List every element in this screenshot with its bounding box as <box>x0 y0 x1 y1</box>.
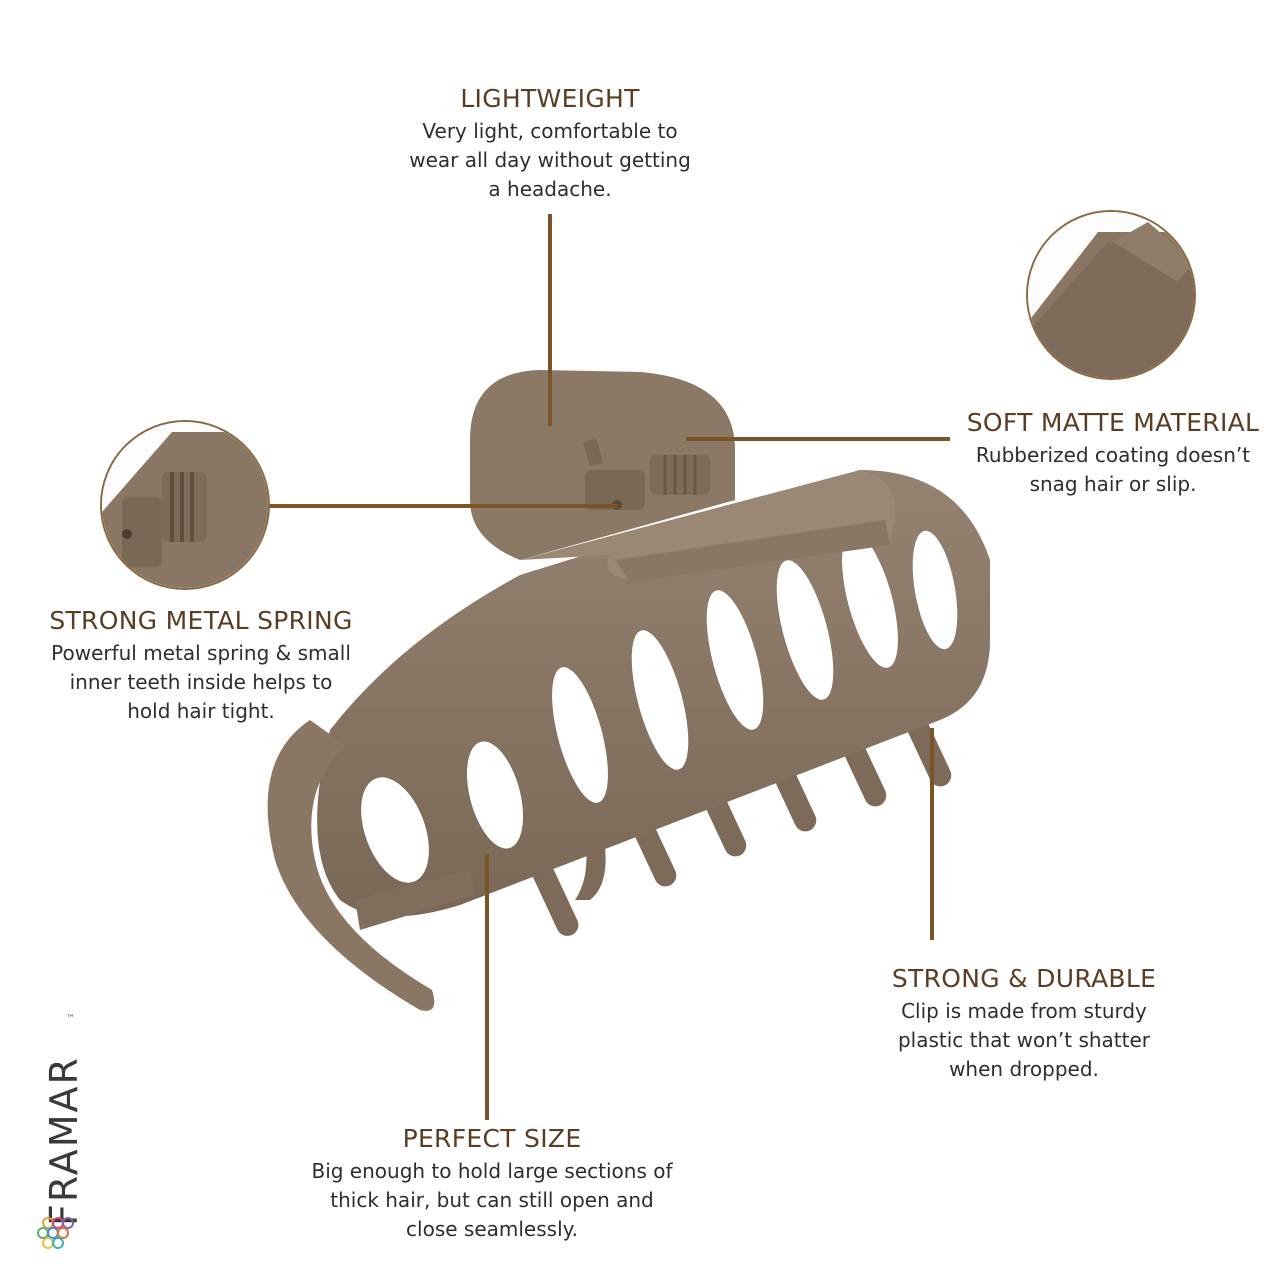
callout-body-line: plastic that won’t shatter <box>897 1028 1151 1052</box>
callout-body-line: hold hair tight. <box>127 699 275 723</box>
brand-wordmark: FRAMAR <box>42 1056 86 1226</box>
brand-dots-icon <box>37 1217 74 1249</box>
lead-line-metal-spring <box>268 504 618 508</box>
zoom-metal-spring <box>100 420 270 590</box>
callout-body-line: snag hair or slip. <box>1029 472 1197 496</box>
callout-body-line: Very light, comfortable to <box>422 119 678 143</box>
callout-body-line: Clip is made from sturdy <box>901 999 1147 1023</box>
lead-line-durable <box>930 728 934 940</box>
callout-title: PERFECT SIZE <box>402 1124 582 1153</box>
lead-line-lightweight <box>548 214 552 426</box>
callout-metal-spring: STRONG METAL SPRING Powerful metal sprin… <box>26 606 376 726</box>
callout-body-line: inner teeth inside helps to <box>69 670 333 694</box>
callout-perfect-size: PERFECT SIZE Big enough to hold large se… <box>280 1124 704 1244</box>
lead-line-soft-matte <box>686 437 950 441</box>
lead-line-perfect-size <box>485 854 489 1120</box>
callout-title: STRONG & DURABLE <box>891 964 1157 993</box>
framar-logo: FRAMAR ™ <box>28 1008 88 1249</box>
callout-body-line: wear all day without getting <box>409 148 691 172</box>
callout-body-line: when dropped. <box>949 1057 1099 1081</box>
callout-durable: STRONG & DURABLE Clip is made from sturd… <box>866 964 1182 1084</box>
callout-body-line: Big enough to hold large sections of <box>311 1159 673 1183</box>
callout-lightweight: LIGHTWEIGHT Very light, comfortable to w… <box>370 84 730 204</box>
callout-body-line: thick hair, but can still open and <box>330 1188 654 1212</box>
callout-body-line: a headache. <box>488 177 612 201</box>
zoom-matte-texture <box>1026 210 1196 380</box>
trademark-symbol: ™ <box>66 1014 75 1024</box>
callout-soft-matte: SOFT MATTE MATERIAL Rubberized coating d… <box>950 408 1276 499</box>
callout-body-line: Powerful metal spring & small <box>51 641 351 665</box>
callout-title: STRONG METAL SPRING <box>49 606 353 635</box>
callout-title: SOFT MATTE MATERIAL <box>966 408 1260 437</box>
callout-body-line: close seamlessly. <box>406 1217 578 1241</box>
callout-body-line: Rubberized coating doesn’t <box>975 443 1251 467</box>
callout-title: LIGHTWEIGHT <box>460 84 640 113</box>
